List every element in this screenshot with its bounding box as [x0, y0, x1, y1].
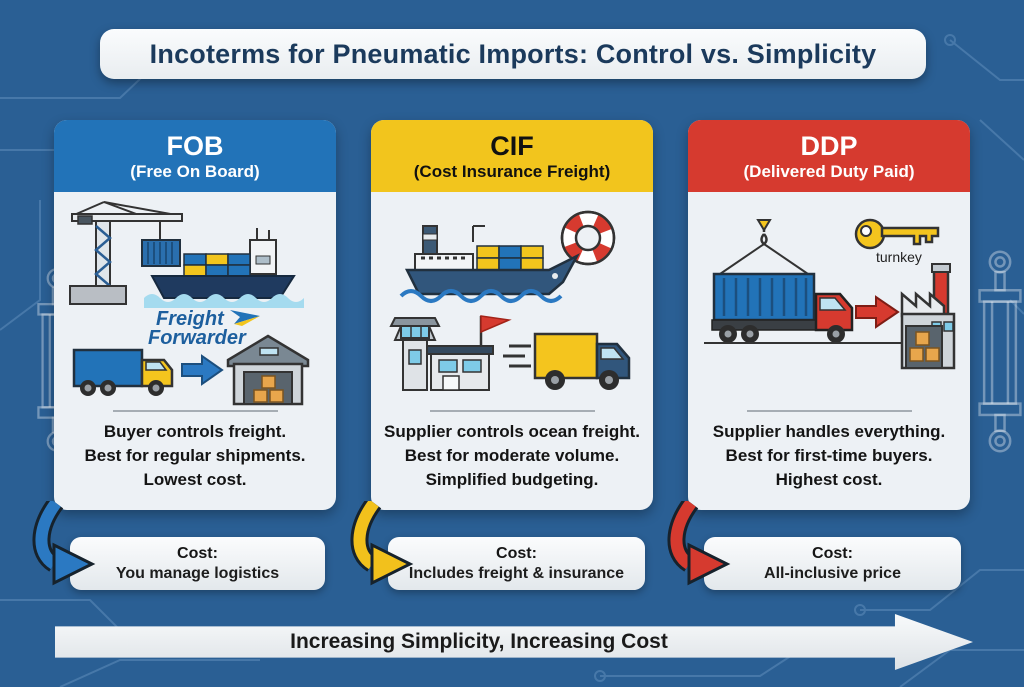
card-ddp-expansion: (Delivered Duty Paid): [743, 161, 915, 181]
bottom-axis-label: Increasing Simplicity, Increasing Cost: [290, 630, 668, 653]
life-ring-icon: [560, 210, 616, 266]
svg-text:Freight: Freight: [156, 308, 225, 330]
cost-value: You manage logistics: [115, 564, 280, 582]
factory-icon: [900, 263, 956, 370]
delivery-truck-icon: [503, 332, 631, 390]
card-ddp-header: DDP (Delivered Duty Paid): [688, 120, 970, 192]
svg-text:turnkey: turnkey: [876, 249, 922, 265]
arrow-right-icon: [855, 295, 900, 329]
divider: [429, 410, 595, 412]
cargo-ship-icon: [150, 228, 296, 299]
svg-text:Forwarder: Forwarder: [148, 327, 247, 349]
card-cif-description: Supplier controls ocean freight. Best fo…: [384, 422, 640, 490]
truck-icon: [72, 348, 174, 396]
card-cif-code: CIF: [490, 130, 534, 161]
curved-arrow-cif-icon: [350, 501, 414, 586]
pneumatic-cylinder-watermark-right: [978, 250, 1022, 453]
card-ddp-code: DDP: [800, 130, 858, 161]
page-title: Incoterms for Pneumatic Imports: Control…: [149, 38, 877, 69]
cost-label: Cost:: [177, 544, 218, 562]
curved-arrow-ddp-icon: [667, 501, 731, 586]
cost-box-cif: Cost: Includes freight & insurance: [388, 537, 645, 590]
ddp-illustration: turnkey: [704, 218, 956, 370]
fob-illustration: Freight Forwarder: [69, 201, 310, 406]
freight-forwarder-logo: Freight Forwarder: [148, 308, 260, 349]
card-fob-header: FOB (Free On Board): [54, 120, 336, 192]
cost-box-fob: Cost: You manage logistics: [70, 537, 325, 590]
title-banner: Incoterms for Pneumatic Imports: Control…: [100, 29, 926, 79]
card-cif-header: CIF (Cost Insurance Freight): [371, 120, 653, 192]
card-fob-description: Buyer controls freight. Best for regular…: [84, 422, 306, 490]
cost-label: Cost:: [812, 544, 853, 562]
card-cif-body: Supplier controls ocean freight. Best fo…: [371, 192, 653, 492]
card-fob-body: Freight Forwarder: [54, 192, 336, 492]
card-ddp-body: turnkey: [688, 192, 970, 492]
card-cif-expansion: (Cost Insurance Freight): [413, 161, 611, 181]
card-fob-expansion: (Free On Board): [130, 161, 260, 181]
cost-label: Cost:: [496, 544, 537, 562]
cargo-ship-icon: [399, 225, 580, 303]
card-ddp-description: Supplier handles everything. Best for fi…: [712, 422, 946, 490]
divider: [746, 410, 912, 412]
card-ddp: DDP (Delivered Duty Paid) turnkey: [688, 120, 970, 510]
card-cif: CIF (Cost Insurance Freight): [371, 120, 653, 510]
bottom-axis-arrow: Increasing Simplicity, Increasing Cost: [55, 614, 973, 670]
port-building-icon: [389, 315, 512, 391]
divider: [112, 410, 278, 412]
water-waves: [144, 294, 304, 308]
cost-value: All-inclusive price: [764, 564, 901, 582]
container-truck-icon: [704, 219, 954, 344]
warehouse-icon: [226, 334, 310, 406]
cost-box-ddp: Cost: All-inclusive price: [704, 537, 961, 590]
cost-value: Includes freight & insurance: [408, 564, 625, 582]
curved-arrow-fob-icon: [32, 501, 96, 586]
key-icon: turnkey: [854, 218, 940, 265]
card-fob-code: FOB: [166, 130, 224, 161]
cif-illustration: [389, 210, 631, 391]
crane-icon: [69, 201, 183, 305]
card-fob: FOB (Free On Board): [54, 120, 336, 510]
arrow-right-icon: [181, 354, 224, 386]
